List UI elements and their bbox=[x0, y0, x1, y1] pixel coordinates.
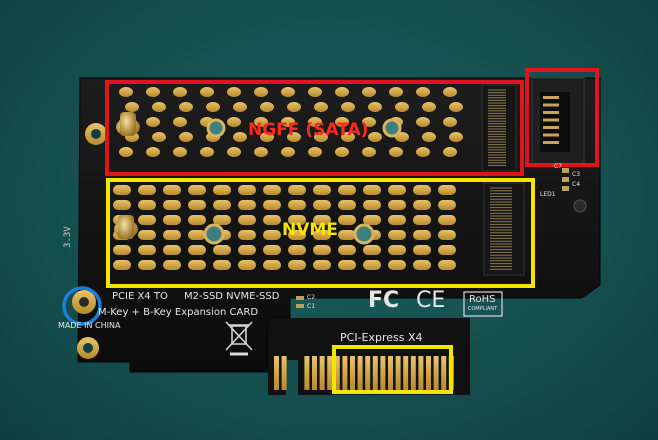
nvme-highlight-box bbox=[106, 178, 535, 288]
nvme-label: NVME bbox=[282, 220, 338, 240]
silk-pcie-x4-to: PCIE X4 TO bbox=[112, 291, 168, 302]
pcie-slot-highlight-box bbox=[332, 345, 453, 394]
rohs-compliant: COMPLIANT bbox=[468, 306, 498, 312]
silk-made-in-china: MADE IN CHINA bbox=[58, 321, 121, 330]
m2-connector-bottom bbox=[483, 182, 525, 276]
ref-c2: C2 bbox=[307, 294, 316, 301]
weee-bin-icon bbox=[225, 321, 253, 356]
rohs-box bbox=[463, 291, 503, 317]
silk-key-expansion: M-Key + B-Key Expansion CARD bbox=[98, 307, 259, 318]
m2-connector-top bbox=[481, 84, 517, 172]
side-silk-text: 3.3V bbox=[63, 226, 73, 248]
ngff-pad-grid bbox=[119, 87, 463, 157]
ref-c7: C7 bbox=[554, 163, 563, 170]
ce-mark: CE bbox=[416, 288, 446, 313]
silk-m2-ssd-nvme: M2-SSD NVME-SSD bbox=[184, 291, 280, 302]
m2-connector-pins bbox=[488, 89, 512, 270]
ref-c3: C3 bbox=[572, 171, 581, 178]
ngff-sata-label: NGFF (SATA) bbox=[248, 120, 369, 140]
silk-pci-express-x4: PCI-Express X4 bbox=[340, 331, 423, 344]
smd-component bbox=[562, 168, 569, 173]
pcie-notch bbox=[286, 360, 298, 400]
sata-connector-highlight-box bbox=[525, 68, 599, 167]
nvme-pad-grid bbox=[113, 185, 456, 270]
sata-power-connector bbox=[531, 77, 585, 165]
ref-led1: LED1 bbox=[540, 191, 556, 198]
ngff-highlight-box bbox=[105, 80, 524, 176]
rohs-mark: RoHS bbox=[469, 294, 496, 305]
fc-mark: FC bbox=[368, 288, 400, 313]
standoff-screw-top bbox=[116, 112, 140, 136]
standoff-screw-bottom bbox=[114, 215, 138, 239]
ref-c1: C1 bbox=[307, 303, 316, 310]
ref-c4: C4 bbox=[572, 181, 581, 188]
mount-hole-highlight-circle bbox=[62, 286, 102, 326]
